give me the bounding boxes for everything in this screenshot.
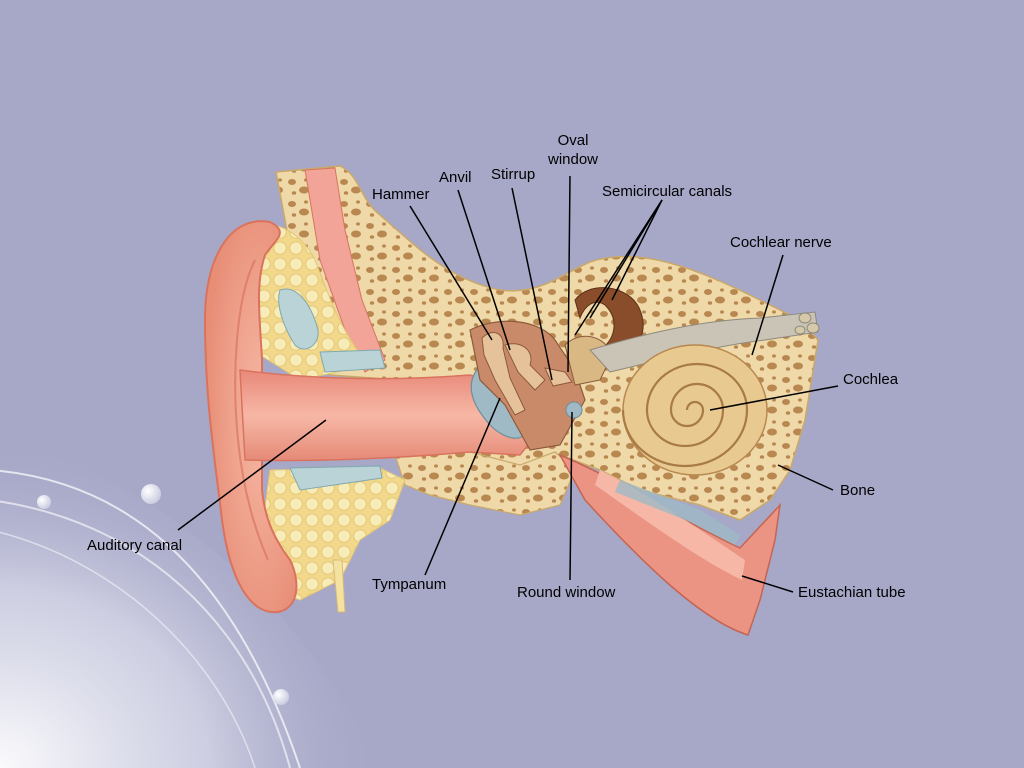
pinna-fold [234, 259, 269, 561]
ear-illustration [203, 165, 820, 636]
lobe-strand [332, 559, 346, 613]
decorative-ball-1 [141, 484, 161, 504]
decorative-ball-2 [37, 495, 51, 509]
label-hammer: Hammer [372, 186, 430, 203]
label-oval-window-line1: Oval [557, 132, 589, 149]
decorative-ball-3 [273, 689, 289, 705]
label-eustachian-tube: Eustachian tube [798, 584, 906, 601]
cochlea-shape [621, 344, 768, 476]
leader-tympanum [424, 397, 501, 576]
bone-lower [394, 451, 576, 516]
label-oval-window-line2: window [547, 151, 599, 168]
leader-eustachian-tube [741, 575, 794, 593]
label-anvil: Anvil [439, 169, 472, 186]
leader-hammer [409, 205, 493, 341]
skin-strip [304, 167, 386, 373]
cartilage-lower [289, 465, 383, 491]
swoosh-line-3 [0, 531, 256, 768]
label-round-window: Round window [517, 584, 616, 601]
leader-round-window [569, 411, 573, 581]
background-glow [0, 440, 380, 768]
label-stirrup: Stirrup [491, 166, 536, 183]
leader-oval-window [567, 175, 571, 373]
label-semicircular-canals: Semicircular canals [602, 183, 733, 200]
anvil-bone [504, 343, 546, 391]
eustachian-membrane [615, 480, 740, 545]
label-cochlea: Cochlea [843, 371, 899, 388]
leader-stirrup [511, 187, 553, 381]
cartilage-upper [278, 288, 319, 350]
label-tympanum: Tympanum [372, 576, 447, 593]
leader-lines [177, 175, 839, 593]
leader-cochlea [709, 385, 839, 411]
leader-anvil [457, 189, 511, 351]
leader-semicircular-3 [611, 199, 663, 301]
label-bone: Bone [840, 482, 876, 499]
swoosh-line-1 [0, 470, 301, 768]
label-oval-window: Oval window [540, 131, 606, 169]
swoosh-line-2 [0, 500, 291, 768]
stirrup-bone [544, 367, 573, 387]
leader-cochlear-nerve [751, 254, 784, 356]
leader-semicircular-2 [589, 199, 663, 319]
nerve-ends [794, 312, 820, 335]
leader-auditory-canal [177, 419, 327, 531]
round-window-shape [565, 401, 583, 419]
leader-bone [777, 464, 834, 491]
label-auditory-canal: Auditory canal [87, 537, 183, 554]
cartilage-upper-2 [319, 349, 386, 373]
label-cochlear-nerve: Cochlear nerve [730, 234, 832, 251]
